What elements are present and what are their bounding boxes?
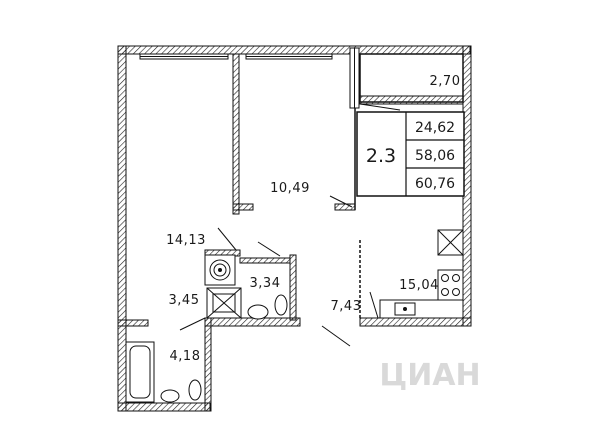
- bathroom-area: 4,18: [170, 349, 201, 364]
- kitchen-area: 15,04: [399, 278, 439, 293]
- interior-walls: [117, 53, 361, 327]
- unit-info-box: 2.3 24,62 58,06 60,76: [356, 111, 465, 197]
- bathroom-toilet-icon: [188, 379, 202, 401]
- toilet-icon: [274, 294, 288, 316]
- total-area: 58,06: [415, 148, 455, 164]
- door-swings: [179, 195, 379, 347]
- corridor-area: 7,43: [331, 299, 362, 314]
- watermark: ЦИАН: [379, 358, 480, 393]
- windows: [139, 47, 360, 109]
- room-small-area: 10,49: [270, 181, 310, 196]
- kitchen-fixtures: [379, 229, 464, 319]
- wc-sink-icon: [247, 304, 269, 320]
- balcony-area: 2,70: [430, 74, 461, 89]
- room-large-area: 14,13: [166, 233, 206, 248]
- balcony: [359, 53, 464, 111]
- wc-area: 3,34: [250, 276, 281, 291]
- total-with-balcony-area: 60,76: [415, 176, 455, 192]
- stove-icon: [437, 269, 464, 301]
- bath-fixtures: [125, 254, 288, 403]
- hall-area: 3,45: [169, 293, 200, 308]
- living-area: 24,62: [415, 120, 455, 136]
- bathroom-sink-icon: [160, 389, 180, 403]
- room-labels: 2,70 10,49 14,13 3,45 3,34 7,43 15,04 4,…: [166, 74, 460, 364]
- bathtub-icon: [125, 341, 155, 403]
- unit-number: 2.3: [366, 145, 396, 167]
